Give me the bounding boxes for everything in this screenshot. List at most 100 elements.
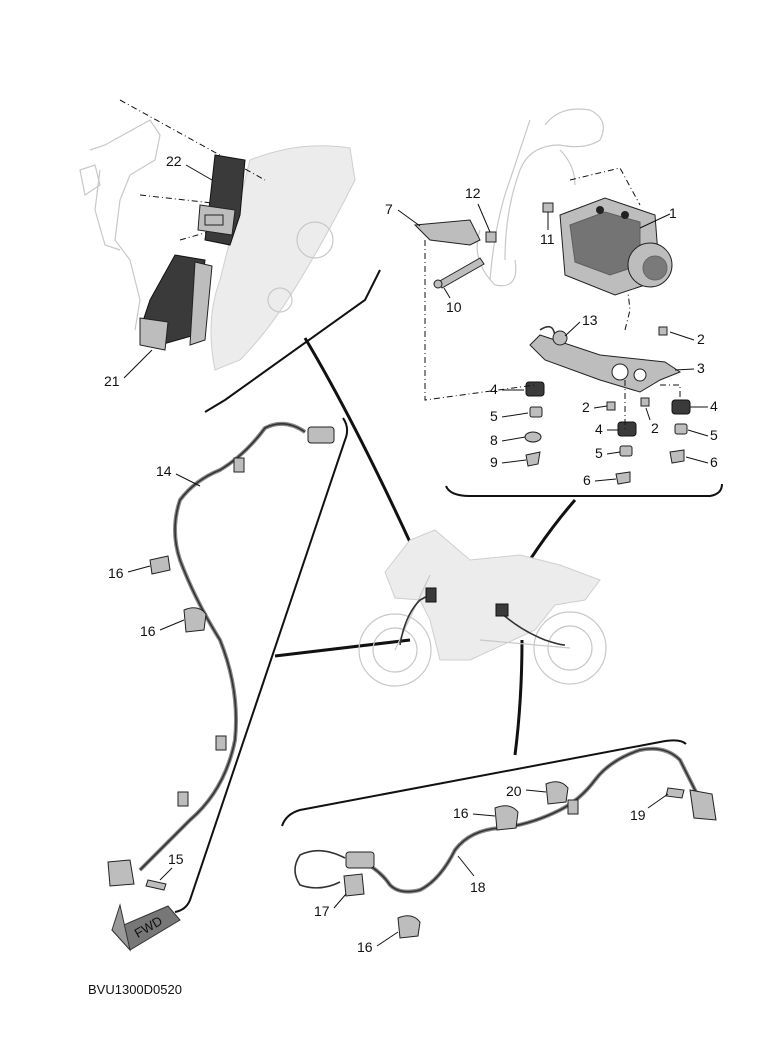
callout-15: 15 (168, 851, 184, 867)
leader-10 (443, 287, 451, 299)
ecu-upper-unit (197, 154, 246, 246)
rear-wheel-ghost (533, 611, 607, 685)
callout-4-center: 4 (595, 421, 603, 437)
leader-2-left (593, 405, 608, 409)
callout-16-upper: 16 (108, 565, 124, 581)
leader-5-left (501, 412, 529, 418)
callout-10: 10 (446, 299, 462, 315)
front-wheel-rim-ghost (372, 627, 418, 673)
leader-6-right (685, 456, 709, 464)
abs-align-left (424, 240, 536, 401)
callout-5-left: 5 (490, 408, 498, 424)
abs-align-line (569, 167, 641, 206)
rear-harness-on-bike (499, 611, 566, 646)
leader-20 (525, 789, 547, 793)
front-sensor-pointer (274, 638, 411, 658)
damper-stack-center (615, 421, 637, 485)
leader-3 (674, 368, 695, 371)
brake-line-ghost-2 (489, 119, 531, 281)
abs-align-top (624, 291, 631, 331)
leader-13 (564, 321, 581, 337)
nut-13 (552, 330, 568, 346)
callout-16-rear: 16 (453, 805, 469, 821)
mount-bracket (413, 219, 497, 246)
callout-13: 13 (582, 312, 598, 328)
callout-6-center: 6 (583, 472, 591, 488)
leader-5-center (606, 451, 621, 455)
long-bolt (433, 257, 485, 289)
bolt-2-right (640, 397, 650, 407)
front-sensor-lead (139, 423, 306, 871)
leader-16-lower (159, 619, 185, 631)
motorcycle-body-ghost (384, 529, 601, 661)
abs-panel-frame (445, 483, 723, 497)
rear-wheel-rim-ghost (547, 625, 593, 671)
leader-16-upper (127, 565, 151, 573)
front-lead-grommet-1 (233, 457, 245, 473)
clamp-17 (343, 873, 365, 897)
abs-bracket (529, 325, 682, 393)
callout-3: 3 (697, 360, 705, 376)
bracket-ghost (79, 164, 101, 196)
rear-wheel-sensor (689, 789, 717, 821)
leader-18 (457, 855, 475, 877)
callout-2-right: 2 (651, 420, 659, 436)
leader-6-center (594, 478, 617, 482)
sensor-bolt-15 (145, 879, 167, 891)
leader-19 (647, 793, 669, 809)
front-wheel-sensor (107, 859, 135, 887)
leader-22 (185, 164, 213, 181)
ecu-on-bike (425, 587, 437, 603)
brake-line-ghost (504, 108, 604, 261)
ecu-panel: 22 21 (79, 99, 356, 389)
rear-sensor-connector (345, 851, 375, 869)
panel-frames (174, 269, 723, 913)
leader-9 (501, 459, 527, 464)
leader-1 (639, 213, 671, 229)
clamp-16-upper (149, 555, 171, 575)
leader-15 (159, 867, 173, 881)
callout-1: 1 (669, 205, 677, 221)
swingarm-ghost (479, 639, 571, 649)
callout-7: 7 (385, 201, 393, 217)
brake-line-ghost-3 (476, 229, 517, 287)
bolt-2-left (606, 401, 616, 411)
callout-6-right: 6 (710, 454, 718, 470)
ecu-panel-frame (204, 269, 381, 413)
callout-19: 19 (630, 807, 646, 823)
callout-4-right: 4 (710, 398, 718, 414)
callout-17: 17 (314, 903, 330, 919)
brake-line-ghost-4 (559, 149, 576, 186)
callout-5-right: 5 (710, 427, 718, 443)
callout-12: 12 (465, 185, 481, 201)
clamp-20 (545, 781, 569, 805)
rear-lead-grommet (567, 799, 579, 815)
bolt-11 (542, 202, 554, 213)
frame-ghost-outline (89, 119, 161, 331)
abs-panel: 1 2 3 7 12 11 10 13 4 5 8 9 2 2 4 5 6 4 (385, 108, 718, 488)
callout-4-left: 4 (490, 381, 498, 397)
leader-2-top (669, 331, 695, 341)
leader-7 (397, 209, 421, 227)
front-lead-grommet-3 (177, 791, 189, 807)
callout-2-top: 2 (697, 331, 705, 347)
fwd-arrow-icon: FWD (111, 903, 181, 952)
clamp-16-bottom (397, 915, 421, 939)
leader-2-right (645, 407, 651, 421)
rear-sensor-lead (359, 747, 701, 893)
callout-22: 22 (166, 153, 182, 169)
leader-17 (333, 893, 347, 909)
sensor-bolt-19 (665, 787, 685, 799)
front-lead-grommet-2 (215, 735, 227, 751)
align-line-top (119, 99, 266, 181)
callout-18: 18 (470, 879, 486, 895)
leader-5-right (687, 429, 709, 437)
callout-16-bottom: 16 (357, 939, 373, 955)
ecu-lower-unit (139, 254, 213, 351)
motorcycle-silhouette (358, 529, 607, 687)
leader-21 (123, 349, 153, 379)
frame-ghost-outline-2 (94, 169, 121, 251)
abs-align-right (660, 384, 681, 400)
leader-16-bottom (376, 931, 399, 947)
